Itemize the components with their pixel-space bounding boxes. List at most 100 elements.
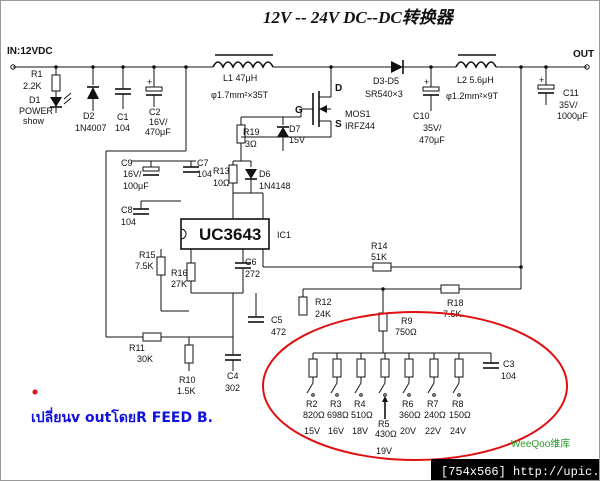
selector-voltage: 15V <box>304 426 320 436</box>
svg-text:R12: R12 <box>315 297 332 307</box>
svg-text:104: 104 <box>501 371 516 381</box>
svg-text:φ1.7mm²×35T: φ1.7mm²×35T <box>211 90 269 100</box>
diagram-title: 12V -- 24V DC--DC转换器 <box>263 8 455 27</box>
selector-ref: R8 <box>452 399 464 409</box>
svg-text:1000μF: 1000μF <box>557 111 588 121</box>
svg-text:+: + <box>424 77 429 87</box>
svg-text:L2 5.6μH: L2 5.6μH <box>457 75 494 85</box>
svg-text:16V/: 16V/ <box>123 169 142 179</box>
capacitor-c5: C5 472 <box>248 293 286 337</box>
svg-text:+: + <box>539 75 544 85</box>
resistor-r1: R1 2.2K <box>23 67 61 92</box>
svg-text:R1: R1 <box>31 69 43 79</box>
svg-text:272: 272 <box>245 269 260 279</box>
svg-text:C7: C7 <box>197 158 209 168</box>
led-d1: D1 POWER show <box>19 91 72 126</box>
svg-text:D2: D2 <box>83 111 95 121</box>
selector-voltage: 16V <box>328 426 344 436</box>
svg-text:φ1.2mm²×9T: φ1.2mm²×9T <box>446 91 499 101</box>
svg-text:C9: C9 <box>121 158 133 168</box>
capacitor-c7: C7 104 <box>183 158 212 179</box>
resistor-r11: R11 30K <box>129 332 162 364</box>
svg-text:2.2K: 2.2K <box>23 81 42 91</box>
svg-text:R11: R11 <box>129 343 145 353</box>
resistor-r10: R10 1.5K <box>177 337 196 396</box>
svg-text:302: 302 <box>225 383 240 393</box>
svg-text:C6: C6 <box>245 257 257 267</box>
ic-uc3643: UC3643 IC1 <box>180 218 291 250</box>
svg-text:S: S <box>335 119 342 130</box>
svg-text:MOS1: MOS1 <box>345 109 371 119</box>
svg-text:35V/: 35V/ <box>423 123 442 133</box>
svg-text:24K: 24K <box>315 309 331 319</box>
selector-value: 510Ω <box>351 410 373 420</box>
resistor-r15: R15 7.5K <box>135 249 166 311</box>
footer-bar <box>431 459 599 480</box>
svg-text:104: 104 <box>121 217 136 227</box>
svg-text:470μF: 470μF <box>419 135 445 145</box>
svg-text:D: D <box>335 83 342 94</box>
input-label: IN:12VDC <box>7 46 53 57</box>
svg-text:L1 47μH: L1 47μH <box>223 73 257 83</box>
capacitor-c8: C8 104 <box>121 201 149 227</box>
svg-text:C8: C8 <box>121 205 133 215</box>
diode-d6: D6 1N4148 <box>233 161 291 194</box>
svg-text:UC3643: UC3643 <box>199 225 261 244</box>
capacitor-c10: + C10 35V/ 470μF <box>413 67 445 145</box>
svg-text:30K: 30K <box>137 354 153 364</box>
svg-text:C5: C5 <box>271 315 283 325</box>
svg-text:D3-D5: D3-D5 <box>373 76 399 86</box>
resistor-r19: R19 3Ω <box>236 117 260 161</box>
svg-text:C4: C4 <box>227 371 239 381</box>
svg-text:100μF: 100μF <box>123 181 149 191</box>
selector-ref: R5 <box>378 419 390 429</box>
svg-text:7.5K: 7.5K <box>135 261 154 271</box>
selector-value: 150Ω <box>449 410 471 420</box>
selector-ref: R3 <box>330 399 342 409</box>
svg-text:15V: 15V <box>289 135 305 145</box>
svg-text:R14: R14 <box>371 241 388 251</box>
output-terminal <box>584 64 590 70</box>
selector-ref: R6 <box>402 399 414 409</box>
svg-text:IC1: IC1 <box>277 230 291 240</box>
svg-text:1.5K: 1.5K <box>177 386 196 396</box>
svg-text:D6: D6 <box>259 169 271 179</box>
resistor-r9: R9 750Ω <box>378 289 417 353</box>
svg-text:R15: R15 <box>139 250 156 260</box>
capacitor-c11: + C11 35V/ 1000μF <box>537 67 588 121</box>
svg-text:27K: 27K <box>171 279 187 289</box>
svg-text:C1: C1 <box>117 112 129 122</box>
zener-d7: D7 15V <box>277 117 305 151</box>
input-terminal <box>10 64 16 70</box>
voltage-selector-bank: R2820Ω15VR3698Ω16VR4510Ω18VR5430Ω19VR636… <box>303 353 471 456</box>
selector-voltage: 24V <box>450 426 466 436</box>
svg-text:D7: D7 <box>289 124 301 134</box>
svg-text:R10: R10 <box>179 375 196 385</box>
inductor-l2: L2 5.6μH φ1.2mm²×9T <box>446 54 499 101</box>
svg-text:750Ω: 750Ω <box>395 327 417 337</box>
svg-text:16V/: 16V/ <box>149 117 168 127</box>
svg-text:470μF: 470μF <box>145 127 171 137</box>
svg-text:1N4148: 1N4148 <box>259 181 291 191</box>
selector-voltage: 18V <box>352 426 368 436</box>
footer-text: [754x566] http://upic.me/ <box>441 465 600 479</box>
inductor-l1: L1 47μH φ1.7mm²×35T <box>211 54 274 100</box>
svg-text:R13: R13 <box>213 166 230 176</box>
watermark: WeeQoo维库 <box>511 437 570 450</box>
selector-voltage: 20V <box>400 426 416 436</box>
bullet-dot <box>32 389 38 395</box>
svg-text:+: + <box>147 77 152 87</box>
svg-text:C10: C10 <box>413 111 430 121</box>
capacitor-c6: C6 272 <box>235 249 260 293</box>
selector-value: 698Ω <box>327 410 349 420</box>
svg-text:POWER: POWER <box>19 106 54 116</box>
svg-text:35V/: 35V/ <box>559 100 578 110</box>
